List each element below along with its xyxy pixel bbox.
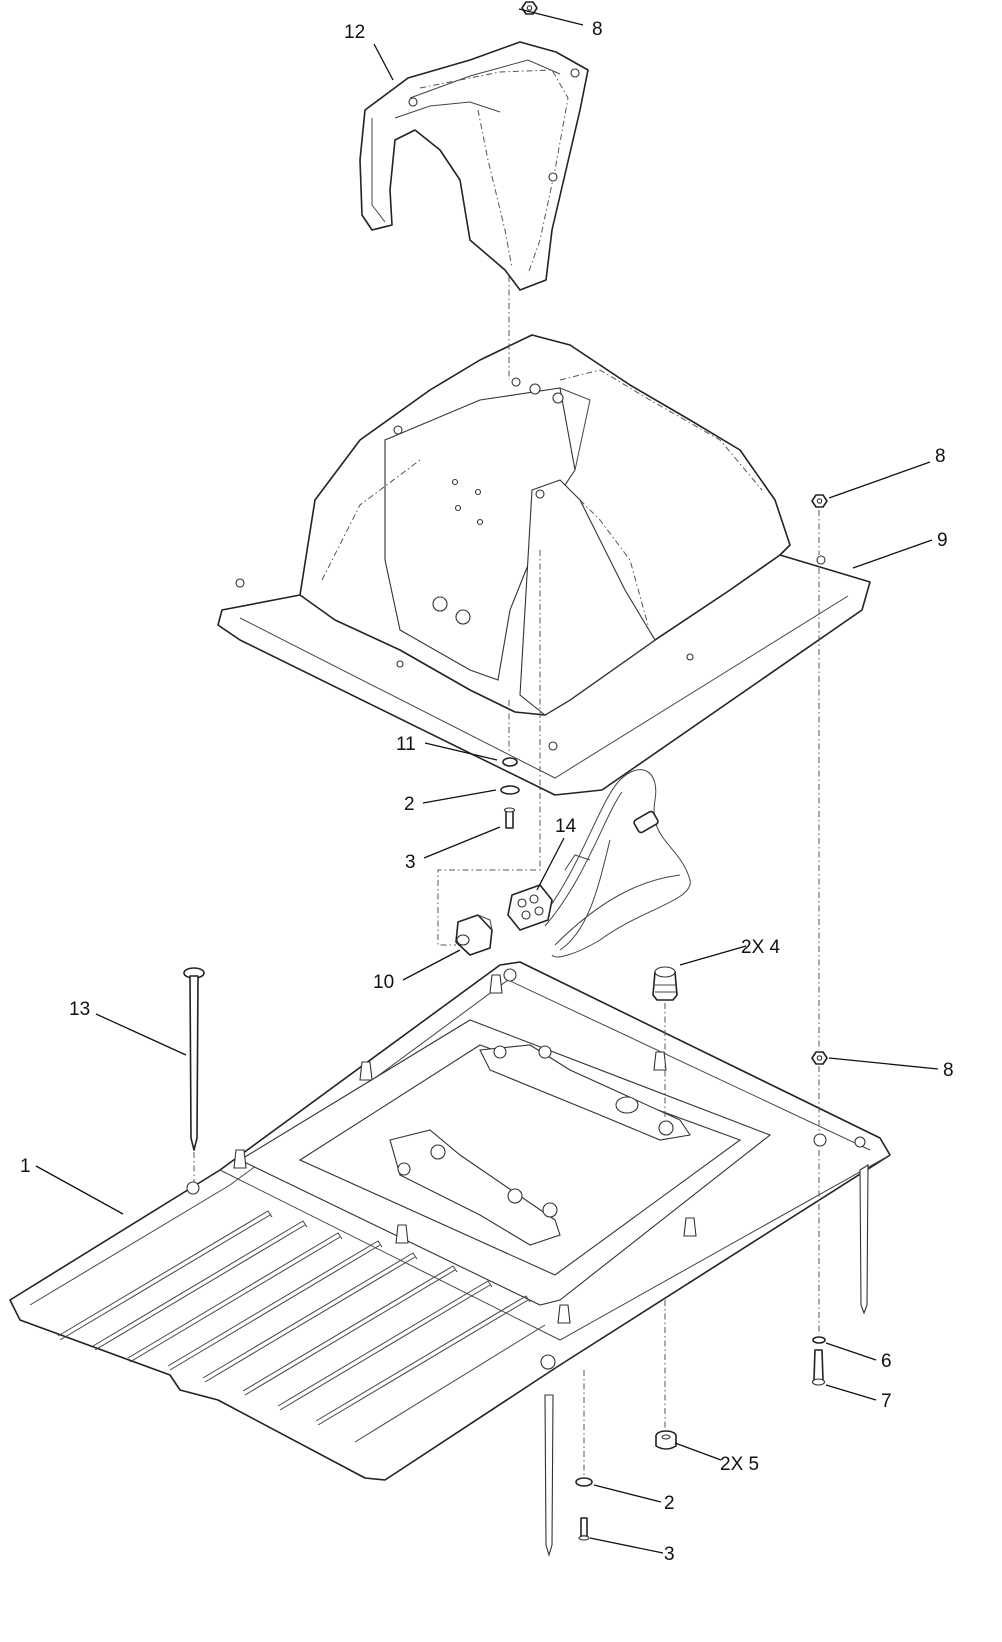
part-2-washer-upper bbox=[500, 785, 520, 795]
part-4-cable-gland bbox=[652, 966, 678, 1001]
callout-2x5: 2X 5 bbox=[720, 1454, 759, 1475]
leader-lines bbox=[35, 8, 939, 1554]
part-1-base-plate bbox=[9, 961, 891, 1557]
callout-8-right: 8 bbox=[935, 446, 946, 467]
callout-2x4: 2X 4 bbox=[741, 937, 781, 958]
callout-12: 12 bbox=[344, 22, 365, 43]
part-8-lower-nut bbox=[811, 1051, 828, 1065]
part-10-switch bbox=[455, 914, 493, 956]
part-5-nut bbox=[655, 1430, 677, 1450]
part-8-right-nut bbox=[811, 494, 828, 508]
callout-8-top: 8 bbox=[592, 19, 603, 40]
callout-labels: 12 8 8 9 11 2 3 14 10 2X 4 13 8 1 6 7 2X… bbox=[20, 19, 954, 1565]
callout-1: 1 bbox=[20, 1156, 31, 1177]
callout-3-upper: 3 bbox=[405, 852, 416, 873]
callout-14: 14 bbox=[555, 816, 577, 837]
part-3-screw-upper bbox=[503, 807, 516, 829]
callout-6: 6 bbox=[881, 1351, 892, 1372]
part-6-washer bbox=[812, 1336, 826, 1344]
callout-13: 13 bbox=[69, 999, 90, 1020]
callout-2-upper: 2 bbox=[404, 794, 415, 815]
part-11-washer bbox=[502, 757, 518, 767]
part-13-rod bbox=[183, 967, 205, 1151]
callout-10: 10 bbox=[373, 972, 394, 993]
part-9-main-housing bbox=[217, 334, 871, 796]
callout-9: 9 bbox=[937, 530, 948, 551]
part-14-wire-harness bbox=[507, 769, 691, 958]
part-12-upper-cover bbox=[359, 41, 589, 291]
part-7-screw bbox=[811, 1349, 826, 1386]
callout-7: 7 bbox=[881, 1391, 892, 1412]
bolt-hole-icon bbox=[548, 172, 558, 182]
part-3-screw-lower bbox=[578, 1517, 590, 1541]
bolt-hole-icon bbox=[408, 97, 418, 107]
bolt-hole-icon bbox=[570, 68, 580, 78]
callout-11: 11 bbox=[396, 734, 416, 755]
part-2-washer-lower bbox=[575, 1477, 593, 1487]
callout-8-lower: 8 bbox=[943, 1060, 954, 1081]
callout-3-lower: 3 bbox=[664, 1544, 675, 1565]
alignment-centerlines bbox=[193, 276, 820, 1476]
callout-2-lower: 2 bbox=[664, 1493, 675, 1514]
